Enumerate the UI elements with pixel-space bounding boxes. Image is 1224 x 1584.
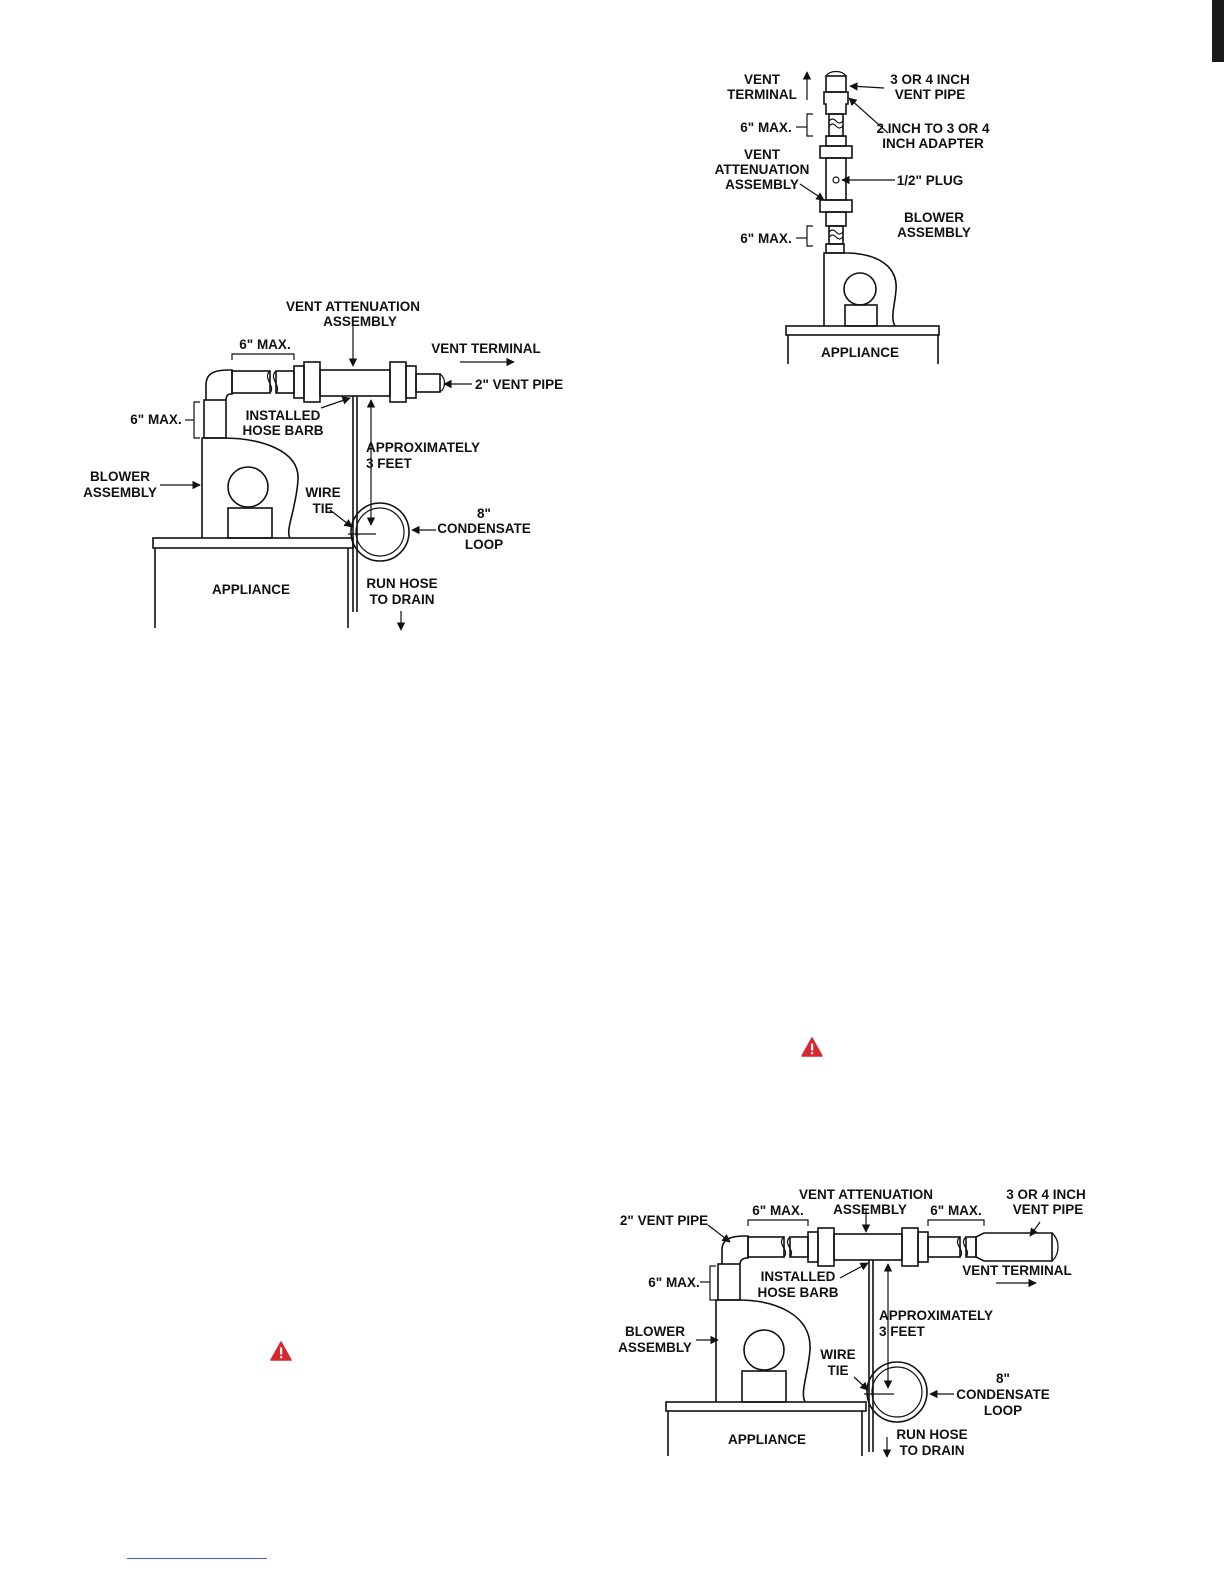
label-c-approx-1: APPROXIMATELY xyxy=(879,1308,993,1323)
label-b-adapter-2: INCH ADAPTER xyxy=(882,136,984,151)
label-six-max-top: 6" MAX. xyxy=(239,337,290,352)
label-b-vent-pipe-2: VENT PIPE xyxy=(895,87,966,102)
label-wire-tie-2: TIE xyxy=(312,501,333,516)
label-c-vent-pipe-34-1: 3 OR 4 INCH xyxy=(1006,1187,1086,1202)
label-c-condensate-3: LOOP xyxy=(984,1403,1022,1418)
label-c-vent-pipe-2: 2" VENT PIPE xyxy=(620,1213,708,1228)
label-c-hose-barb-1: INSTALLED xyxy=(761,1269,836,1284)
link-underline xyxy=(127,1558,267,1559)
label-b-blower-1: BLOWER xyxy=(904,210,964,225)
label-c-approx-2: 3 FEET xyxy=(879,1324,926,1339)
label-b-vent-terminal-2: TERMINAL xyxy=(727,87,797,102)
label-appliance: APPLIANCE xyxy=(212,582,290,597)
label-c-wire-tie-1: WIRE xyxy=(820,1347,855,1362)
page-edge-bar xyxy=(1212,0,1224,62)
label-hose-barb-2: HOSE BARB xyxy=(242,423,323,438)
label-c-attenuation-2: ASSEMBLY xyxy=(833,1202,907,1217)
label-c-blower-1: BLOWER xyxy=(625,1324,685,1339)
label-c-condensate-2: CONDENSATE xyxy=(956,1387,1050,1402)
label-b-attenuation-3: ASSEMBLY xyxy=(725,177,799,192)
label-b-vent-pipe-1: 3 OR 4 INCH xyxy=(890,72,970,87)
label-vent-attenuation-2: ASSEMBLY xyxy=(323,314,397,329)
label-c-run-hose-1: RUN HOSE xyxy=(896,1427,967,1442)
warning-icon xyxy=(270,1341,292,1361)
label-b-attenuation-1: VENT xyxy=(744,147,781,162)
blower-housing xyxy=(201,399,299,539)
label-vent-attenuation-1: VENT ATTENUATION xyxy=(286,299,420,314)
label-c-six-max-b: 6" MAX. xyxy=(930,1203,981,1218)
label-c-blower-2: ASSEMBLY xyxy=(618,1340,692,1355)
label-b-six-max-bottom: 6" MAX. xyxy=(740,231,791,246)
diagram-vertical-vent: VENT TERMINAL 3 OR 4 INCH VENT PIPE 6" M… xyxy=(715,70,990,364)
label-b-attenuation-2: ATTENUATION xyxy=(715,162,810,177)
label-vent-pipe: 2" VENT PIPE xyxy=(475,377,563,392)
label-c-attenuation-1: VENT ATTENUATION xyxy=(799,1187,933,1202)
label-six-max-left: 6" MAX. xyxy=(130,412,181,427)
label-run-hose-2: TO DRAIN xyxy=(369,592,434,607)
label-blower-2: ASSEMBLY xyxy=(83,485,157,500)
label-hose-barb-1: INSTALLED xyxy=(246,408,321,423)
label-vent-terminal: VENT TERMINAL xyxy=(431,341,541,356)
label-condensate-2: CONDENSATE xyxy=(437,521,531,536)
label-c-wire-tie-2: TIE xyxy=(827,1363,848,1378)
label-b-blower-2: ASSEMBLY xyxy=(897,225,971,240)
label-b-appliance: APPLIANCE xyxy=(821,345,899,360)
label-approx-2: 3 FEET xyxy=(366,456,413,471)
label-condensate-1: 8" xyxy=(477,506,491,521)
label-b-vent-terminal-1: VENT xyxy=(744,72,781,87)
label-c-vent-terminal: VENT TERMINAL xyxy=(962,1263,1072,1278)
diagram-horizontal-vent: VENT ATTENUATION ASSEMBLY 6" MAX. VENT T… xyxy=(83,299,563,631)
label-b-plug: 1/2" PLUG xyxy=(897,173,963,188)
label-c-appliance: APPLIANCE xyxy=(728,1432,806,1447)
label-approx-1: APPROXIMATELY xyxy=(366,440,480,455)
label-c-hose-barb-2: HOSE BARB xyxy=(757,1285,838,1300)
label-c-run-hose-2: TO DRAIN xyxy=(899,1443,964,1458)
label-run-hose-1: RUN HOSE xyxy=(366,576,437,591)
label-c-six-max-left: 6" MAX. xyxy=(648,1275,699,1290)
label-c-vent-pipe-34-2: VENT PIPE xyxy=(1013,1202,1084,1217)
diagram-horizontal-large-vent: 2" VENT PIPE 6" MAX. VENT ATTENUATION AS… xyxy=(618,1187,1086,1458)
label-b-adapter-1: 2 INCH TO 3 OR 4 xyxy=(876,121,990,136)
label-wire-tie-1: WIRE xyxy=(305,485,340,500)
label-b-six-max-top: 6" MAX. xyxy=(740,120,791,135)
label-c-six-max-a: 6" MAX. xyxy=(752,1203,803,1218)
label-c-condensate-1: 8" xyxy=(996,1371,1010,1386)
label-blower-1: BLOWER xyxy=(90,469,150,484)
warning-icon xyxy=(801,1037,823,1057)
label-condensate-3: LOOP xyxy=(465,537,503,552)
